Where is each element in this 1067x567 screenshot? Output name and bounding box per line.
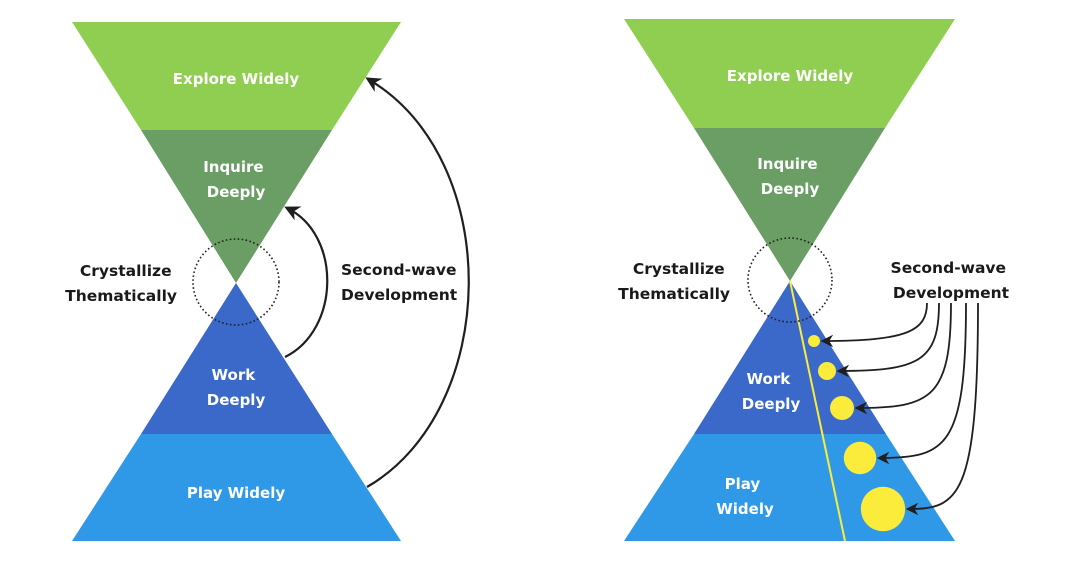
right-crystallize-circle	[747, 237, 833, 323]
development-point-2	[818, 362, 836, 380]
development-point-4	[843, 441, 877, 475]
left-inquire-band	[141, 130, 332, 283]
left-inquire-label: Inquire Deeply	[203, 158, 269, 201]
left-play-label: Play Widely	[187, 484, 286, 502]
development-points	[808, 335, 906, 532]
development-point-1	[808, 335, 820, 347]
right-inquire-band	[694, 128, 885, 281]
left-second-wave-label: Second-wave Development	[341, 261, 462, 304]
left-explore-band	[72, 22, 401, 130]
development-arrow-3	[854, 302, 952, 415]
left-hourglass: Explore Widely Inquire Deeply Work Deepl…	[65, 22, 470, 541]
right-inquire-label: Inquire Deeply	[757, 155, 823, 198]
left-work-label: Work Deeply	[207, 366, 266, 409]
right-development-axis	[789, 280, 846, 542]
development-arrow-2	[836, 302, 940, 378]
left-crystallize-circle	[192, 238, 280, 326]
development-arrow-5	[905, 302, 979, 516]
left-inner-arrow	[284, 206, 329, 358]
right-explore-label: Explore Widely	[727, 67, 854, 85]
right-second-wave-label: Second-wave Development	[891, 259, 1012, 302]
development-arrow-4	[876, 302, 967, 465]
development-arrows	[820, 302, 979, 516]
right-work-label: Work Deeply	[742, 370, 801, 413]
left-work-band	[141, 283, 332, 434]
left-outer-arrow	[365, 77, 470, 488]
left-crystallize-label: Crystallize Thematically	[65, 262, 177, 305]
right-explore-band	[624, 19, 955, 128]
left-play-band	[72, 434, 401, 541]
right-play-label: Play Widely	[716, 475, 774, 518]
right-work-band	[694, 281, 886, 434]
left-explore-label: Explore Widely	[173, 70, 300, 88]
development-arrow-1	[820, 302, 928, 348]
development-point-5	[860, 486, 906, 532]
right-play-band	[624, 434, 955, 541]
development-point-3	[830, 396, 854, 420]
right-crystallize-label: Crystallize Thematically	[618, 260, 730, 303]
right-hourglass: Explore Widely Inquire Deeply Work Deepl…	[618, 19, 1012, 542]
